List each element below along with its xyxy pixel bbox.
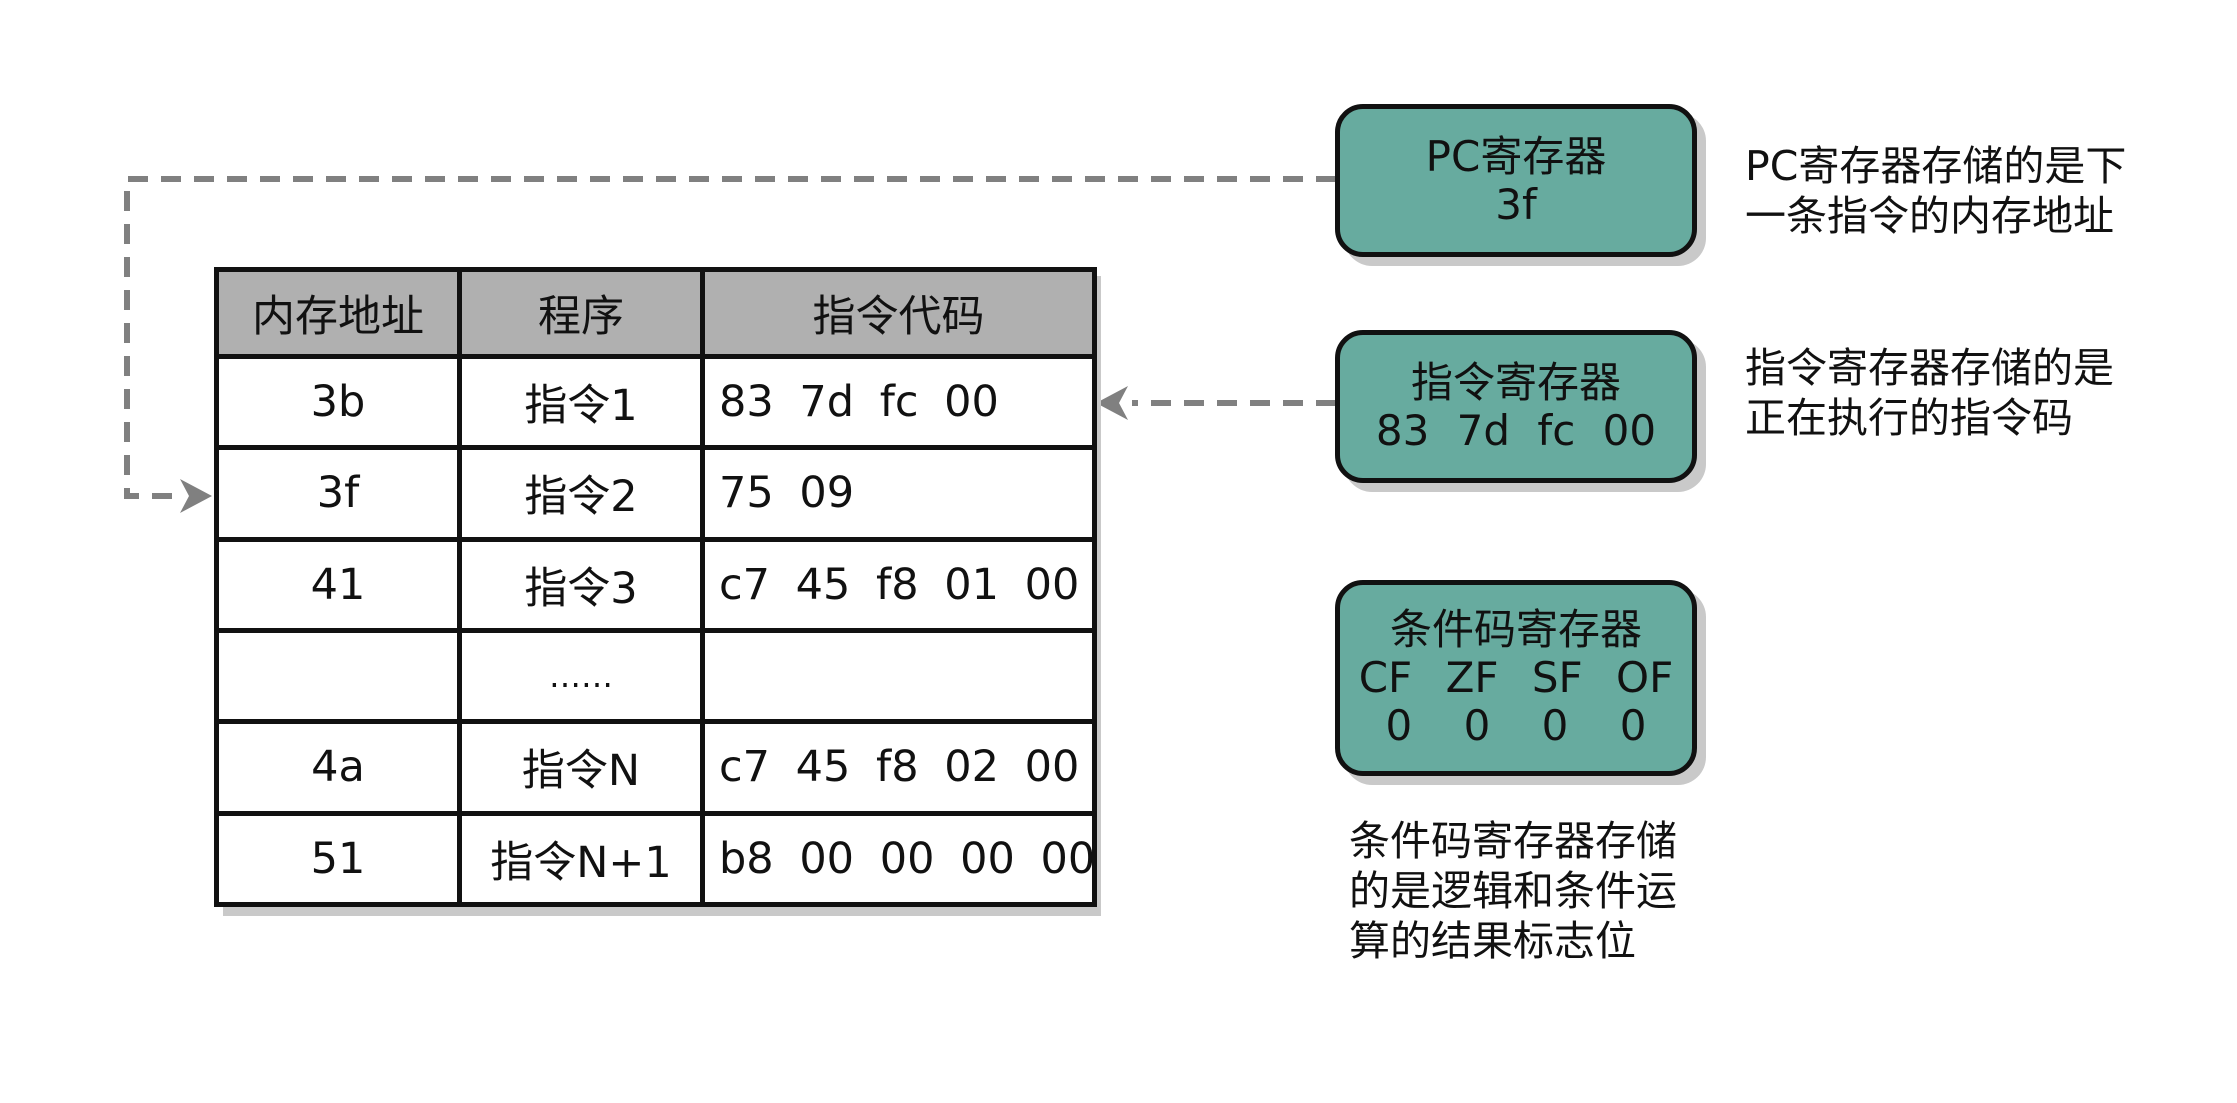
condition-register-note: 条件码寄存器存储 的是逻辑和条件运 算的结果标志位: [1349, 816, 1677, 966]
code-cell: [700, 627, 1097, 725]
note-line: 一条指令的内存地址: [1745, 192, 2114, 240]
pc-register-note: PC寄存器存储的是下 一条指令的内存地址: [1745, 141, 2126, 241]
instruction-register-arrowhead: [1096, 386, 1128, 420]
program-cell: ……: [457, 627, 705, 725]
address-cell: 3b: [214, 353, 462, 451]
address-cell: 51: [214, 810, 462, 908]
program-cell: 指令1: [457, 353, 705, 451]
code-cell: 83 7d fc 00: [700, 353, 1097, 451]
address-cell: 3f: [214, 445, 462, 542]
table-row: 51 指令N+1 b8 00 00 00 00: [214, 810, 1097, 908]
program-cell: 指令N+1: [457, 810, 705, 908]
table-row: 3f 指令2 75 09: [214, 445, 1097, 542]
condition-register-box: 条件码寄存器 CF ZF SF OF 0 0 0 0: [1335, 580, 1697, 776]
instruction-register-value: 83 7d fc 00: [1375, 405, 1657, 455]
pc-register-title: PC寄存器: [1425, 131, 1607, 181]
program-cell: 指令N: [457, 719, 705, 816]
table-header-row: 内存地址 程序 指令代码: [214, 267, 1097, 359]
pc-to-address-arrowhead: [180, 479, 212, 513]
address-cell: 41: [214, 536, 462, 633]
note-line: 的是逻辑和条件运: [1349, 867, 1677, 915]
instruction-register-title: 指令寄存器: [1410, 357, 1621, 407]
note-line: PC寄存器存储的是下: [1745, 142, 2127, 190]
program-cell: 指令3: [457, 536, 705, 633]
pc-to-address-connector: [124, 176, 1336, 499]
pc-register-box: PC寄存器 3f: [1335, 104, 1697, 257]
table-row: ……: [214, 627, 1097, 725]
address-cell: 4a: [214, 719, 462, 816]
note-line: 算的结果标志位: [1349, 917, 1636, 965]
code-cell: 75 09: [700, 445, 1097, 542]
note-line: 指令寄存器存储的是: [1745, 344, 2114, 392]
code-cell: b8 00 00 00 00: [700, 810, 1097, 908]
table-row: 4a 指令N c7 45 f8 02 00: [214, 719, 1097, 816]
condition-register-title: 条件码寄存器: [1389, 605, 1642, 654]
table-row: 3b 指令1 83 7d fc 00: [214, 353, 1097, 451]
header-program: 程序: [457, 267, 705, 359]
condition-flags-values: 0 0 0 0: [1385, 701, 1647, 750]
code-cell: c7 45 f8 02 00: [700, 719, 1097, 816]
table-row: 41 指令3 c7 45 f8 01 00: [214, 536, 1097, 633]
note-line: 正在执行的指令码: [1745, 394, 2073, 442]
instruction-register-box: 指令寄存器 83 7d fc 00: [1335, 330, 1697, 483]
header-code: 指令代码: [700, 267, 1097, 359]
note-line: 条件码寄存器存储: [1349, 817, 1677, 865]
header-address: 内存地址: [214, 267, 462, 359]
program-cell: 指令2: [457, 445, 705, 542]
address-cell: [214, 627, 462, 725]
memory-table: 内存地址 程序 指令代码 3b 指令1 83 7d fc 00 3f 指令2 7…: [214, 267, 1097, 908]
code-cell: c7 45 f8 01 00: [700, 536, 1097, 633]
pc-register-value: 3f: [1495, 179, 1537, 229]
condition-flags-labels: CF ZF SF OF: [1358, 653, 1674, 702]
instruction-register-note: 指令寄存器存储的是 正在执行的指令码: [1745, 343, 2114, 443]
